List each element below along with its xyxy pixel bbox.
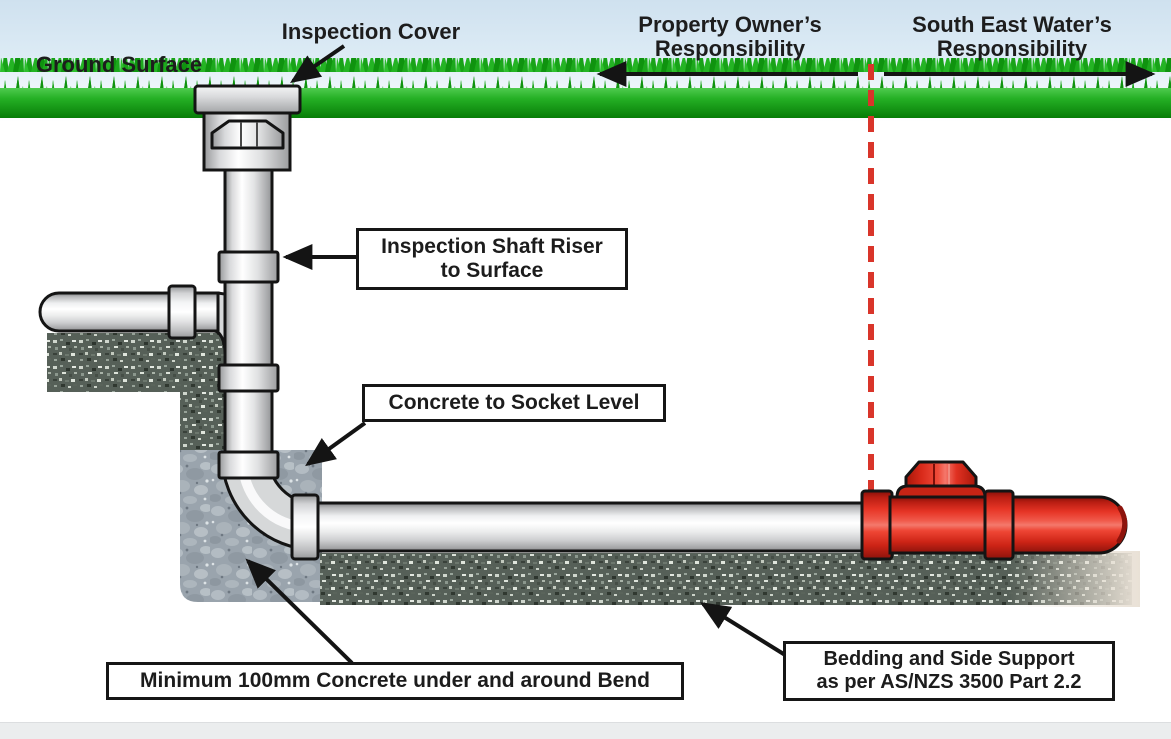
cap-flange	[895, 484, 987, 499]
inspection-cover-assembly	[193, 84, 302, 172]
callout-concrete-line1: Concrete to Socket Level	[388, 391, 640, 414]
callout-min-concrete-line1: Minimum 100mm Concrete under and around …	[140, 669, 650, 692]
callout-bedding-line2: as per AS/NZS 3500 Part 2.2	[816, 670, 1082, 693]
callout-bedding-line1: Bedding and Side Support	[823, 648, 1075, 670]
riser-collar-middle	[217, 363, 280, 393]
inspection-cover-label: Inspection Cover	[281, 19, 461, 44]
callout-minimum-concrete: Minimum 100mm Concrete under and around …	[106, 662, 684, 700]
callout-concrete-to-socket-level: Concrete to Socket Level	[362, 384, 666, 422]
gravel-lateral-bedding	[47, 333, 233, 455]
concrete-block	[180, 450, 322, 602]
riser-collar-upper	[217, 250, 280, 284]
property-owner-line2: Responsibility	[654, 36, 806, 62]
white-pipe-body	[310, 501, 870, 553]
red-collar-right	[983, 489, 1015, 561]
callout-bedding-side-support: Bedding and Side Support as per AS/NZS 3…	[783, 641, 1115, 701]
ground-surface-label: Ground Surface	[35, 52, 203, 77]
callout-riser-line2: to Surface	[440, 258, 544, 282]
property-owner-line1: Property Owner’s	[638, 12, 822, 37]
riser-pipe-body	[223, 158, 274, 458]
property-owner-responsibility-label: Property Owner’s Responsibility	[595, 12, 865, 62]
boundary-trap-cap	[904, 460, 978, 490]
lateral-pipe-collar	[167, 284, 197, 340]
cover-hex-nut	[210, 119, 285, 150]
south-east-water-line1: South East Water’s	[912, 12, 1112, 37]
horizontal-sewer-pipe	[290, 493, 870, 561]
inspection-cover-arrow	[290, 44, 346, 84]
sewer-main-red	[860, 460, 1128, 561]
cover-plate	[193, 84, 302, 115]
bedding-arrow	[699, 602, 792, 660]
inspection-shaft-riser	[217, 158, 280, 480]
south-east-water-responsibility-label: South East Water’s Responsibility	[872, 12, 1152, 62]
gravel-fade	[1010, 551, 1140, 607]
red-collar-left	[860, 489, 894, 561]
red-fitting-body	[888, 495, 990, 555]
bend-outlet-collar	[290, 493, 320, 561]
callout-inspection-shaft-riser: Inspection Shaft Riser to Surface	[356, 228, 628, 290]
callout-riser-line1: Inspection Shaft Riser	[381, 235, 603, 258]
footer-strip	[0, 722, 1171, 739]
gravel-main-bedding	[320, 553, 1132, 605]
red-pipe-spigot-line	[1116, 505, 1128, 544]
concrete-socket-arrow	[305, 421, 367, 467]
callout-arrows	[245, 44, 792, 665]
south-east-water-line2: Responsibility	[936, 36, 1088, 62]
min-concrete-arrow	[245, 558, 354, 665]
riser-collar-lower	[217, 450, 280, 480]
red-pipe-end	[1011, 495, 1128, 555]
